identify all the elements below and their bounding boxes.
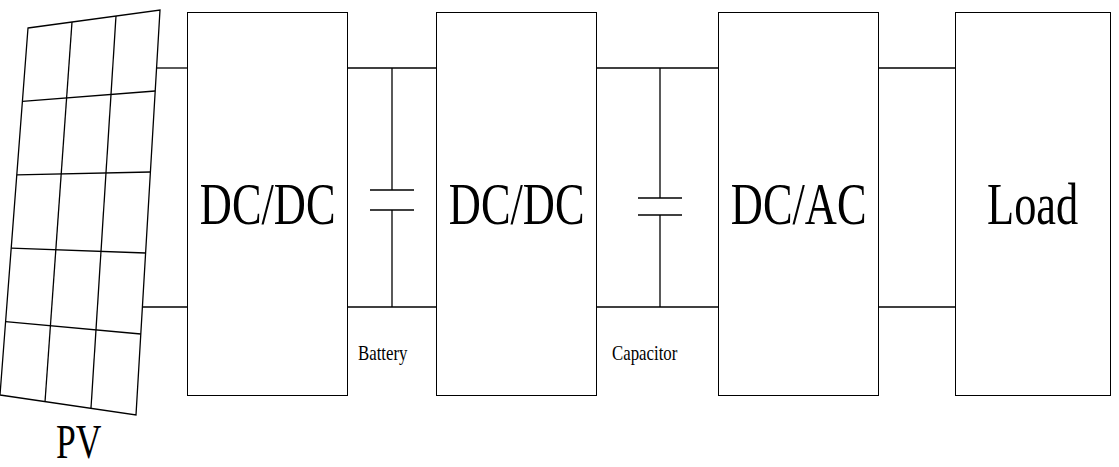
box-title: DC/DC — [449, 174, 585, 234]
wire-pair — [597, 68, 718, 307]
pv-label: PV — [56, 418, 101, 466]
battery-label: Battery — [358, 343, 407, 364]
wire-pair — [348, 68, 436, 307]
inverter-box: DC/AC — [718, 12, 879, 396]
capacitor-symbol — [638, 68, 682, 307]
pv-panel — [0, 10, 188, 415]
box-title: Load — [987, 174, 1078, 234]
box-title: DC/AC — [731, 174, 867, 234]
capacitor-label: Capacitor — [612, 343, 677, 364]
load-box: Load — [955, 12, 1111, 396]
converter-box: DC/DC — [436, 12, 597, 396]
box-title: DC/DC — [200, 174, 336, 234]
converter-box: DC/DC — [187, 12, 348, 396]
wire-pair — [879, 68, 955, 307]
battery-symbol — [370, 68, 414, 307]
